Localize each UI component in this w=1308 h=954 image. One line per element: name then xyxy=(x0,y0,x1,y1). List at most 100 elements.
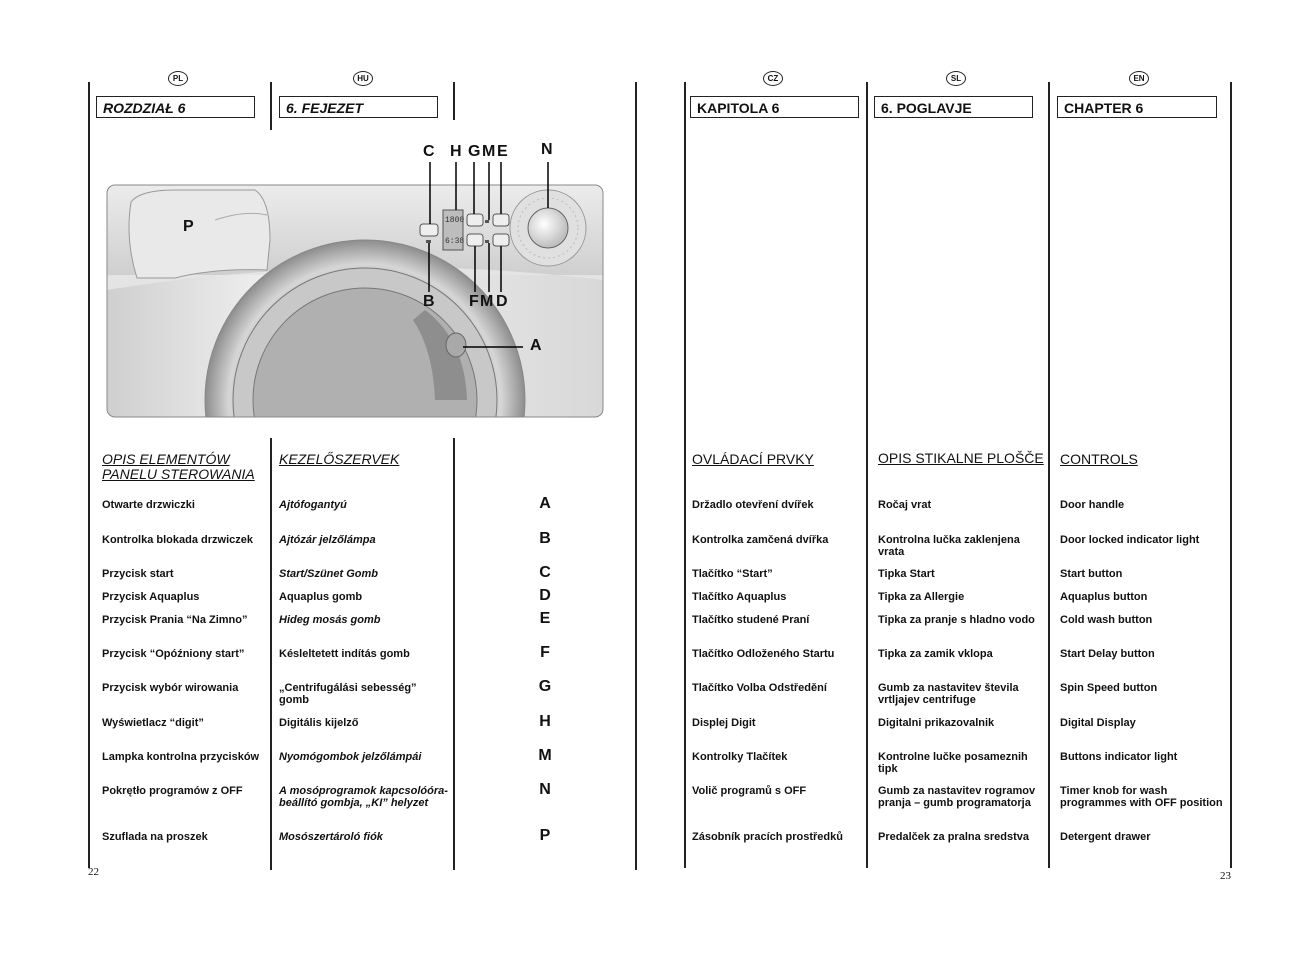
list-item-cz-m: Kontrolky Tlačítek xyxy=(692,751,788,763)
chapter-title-en: CHAPTER 6 xyxy=(1057,96,1217,118)
rule-hu-letters-bottom xyxy=(453,438,455,870)
callout-label-f: F xyxy=(469,293,479,310)
list-item-sl-n: Gumb za nastavitev rogramov pranja – gum… xyxy=(878,785,1036,809)
list-item-pl-p: Szuflada na proszek xyxy=(102,831,208,843)
list-item-en-f: Start Delay button xyxy=(1060,648,1155,660)
language-badge-sl: SL xyxy=(946,71,966,86)
language-badge-cz: CZ xyxy=(763,71,783,86)
list-item-pl-n: Pokrętło programów z OFF xyxy=(102,785,243,797)
section-heading-sl: OPIS STIKALNE PLOŠČE xyxy=(878,450,1044,466)
rule-sl-en xyxy=(1048,82,1050,868)
list-item-cz-e: Tlačítko studené Praní xyxy=(692,614,810,626)
list-item-hu-c: Start/Szünet Gomb xyxy=(279,568,379,580)
list-item-cz-n: Volič programů s OFF xyxy=(692,785,807,797)
list-item-hu-h: Digitális kijelző xyxy=(279,717,359,729)
list-item-cz-f: Tlačítko Odloženého Startu xyxy=(692,648,835,660)
list-item-cz-a: Držadlo otevření dvířek xyxy=(692,499,814,511)
list-item-pl-b: Kontrolka blokada drzwiczek xyxy=(102,534,253,546)
list-item-en-b: Door locked indicator light xyxy=(1060,534,1200,546)
legend-letter-g: G xyxy=(538,678,552,695)
list-item-hu-e: Hideg mosás gomb xyxy=(279,614,381,626)
list-item-cz-c: Tlačítko “Start” xyxy=(692,568,773,580)
list-item-sl-c: Tipka Start xyxy=(878,568,935,580)
list-item-sl-e: Tipka za pranje s hladno vodo xyxy=(878,614,1035,626)
legend-letter-p: P xyxy=(539,827,551,844)
list-item-pl-d: Przycisk Aquaplus xyxy=(102,591,200,603)
legend-letter-f: F xyxy=(540,644,550,661)
legend-letter-m: M xyxy=(538,747,552,764)
section-heading-en: CONTROLS xyxy=(1060,451,1138,467)
list-item-pl-h: Wyświetlacz “digit” xyxy=(102,717,204,729)
page-number-right: 23 xyxy=(1220,870,1231,882)
list-item-sl-d: Tipka za Allergie xyxy=(878,591,965,603)
list-item-pl-e: Przycisk Prania “Na Zimno” xyxy=(102,614,248,626)
callout-label-a: A xyxy=(530,337,542,354)
list-item-pl-f: Przycisk “Opóźniony start” xyxy=(102,648,245,660)
callout-label-n: N xyxy=(541,141,553,158)
callout-label-p: P xyxy=(183,218,194,235)
list-item-en-n: Timer knob for wash programmes with OFF … xyxy=(1060,785,1223,809)
list-item-en-c: Start button xyxy=(1060,568,1123,580)
list-item-en-a: Door handle xyxy=(1060,499,1125,511)
list-item-sl-f: Tipka za zamik vklopa xyxy=(878,648,993,660)
list-item-hu-n: A mosóprogramok kapcsolóóra-beállító gom… xyxy=(279,785,448,809)
chapter-title-hu: 6. FEJEZET xyxy=(279,96,438,118)
list-item-pl-m: Lampka kontrolna przycisków xyxy=(102,751,260,763)
legend-letter-a: A xyxy=(539,495,551,512)
list-item-pl-a: Otwarte drzwiczki xyxy=(102,499,195,511)
list-item-cz-b: Kontrolka zamčená dvířka xyxy=(692,534,829,546)
list-item-pl-g: Przycisk wybór wirowania xyxy=(102,682,239,694)
list-item-cz-d: Tlačítko Aquaplus xyxy=(692,591,787,603)
rule-left-outer xyxy=(88,82,90,868)
washing-machine-illustration: 1800 6:38 xyxy=(106,162,604,418)
list-item-en-e: Cold wash button xyxy=(1060,614,1153,626)
chapter-title-pl: ROZDZIAŁ 6 xyxy=(96,96,255,118)
list-item-hu-p: Mosószertároló fiók xyxy=(279,831,383,843)
list-item-hu-g: „Centrifugálási sebesség” gomb xyxy=(279,682,417,706)
language-badge-pl: PL xyxy=(168,71,188,86)
list-item-en-h: Digital Display xyxy=(1060,717,1136,729)
list-item-cz-p: Zásobník pracích prostředků xyxy=(692,831,843,843)
legend-letter-e: E xyxy=(539,610,551,627)
legend-letter-b: B xyxy=(539,530,551,547)
list-item-cz-g: Tlačítko Volba Odstředění xyxy=(692,682,827,694)
language-badge-hu: HU xyxy=(353,71,373,86)
list-item-pl-c: Przycisk start xyxy=(102,568,174,580)
callout-label-m-bottom: M xyxy=(480,293,494,310)
callout-label-d: D xyxy=(496,293,508,310)
legend-letter-n: N xyxy=(539,781,551,798)
rule-center-left xyxy=(635,82,637,870)
page-number-left: 22 xyxy=(88,866,99,878)
list-item-en-p: Detergent drawer xyxy=(1060,831,1151,843)
list-item-sl-a: Ročaj vrat xyxy=(878,499,932,511)
rule-hu-letters-top xyxy=(453,82,455,120)
list-item-hu-m: Nyomógombok jelzőlámpái xyxy=(279,751,422,763)
section-heading-hu: KEZELŐSZERVEK xyxy=(279,451,400,467)
list-item-sl-g: Gumb za nastavitev števila vrtljajev cen… xyxy=(878,682,1019,706)
legend-letter-d: D xyxy=(539,587,551,604)
list-item-sl-p: Predalček za pralna sredstva xyxy=(878,831,1030,843)
callout-label-m-top: M xyxy=(482,143,496,160)
rule-center-right xyxy=(684,82,686,868)
list-item-en-m: Buttons indicator light xyxy=(1060,751,1178,763)
list-item-hu-f: Késleltetett indítás gomb xyxy=(279,648,410,660)
list-item-en-g: Spin Speed button xyxy=(1060,682,1158,694)
language-badge-en: EN xyxy=(1129,71,1149,86)
callout-label-h: H xyxy=(450,143,462,160)
list-item-sl-b: Kontrolna lučka zaklenjena vrata xyxy=(878,534,1020,558)
legend-letter-h: H xyxy=(539,713,551,730)
list-item-hu-b: Ajtózár jelzőlámpa xyxy=(279,534,376,546)
list-item-en-d: Aquaplus button xyxy=(1060,591,1148,603)
callout-label-b: B xyxy=(423,293,435,310)
rule-cz-sl xyxy=(866,82,868,868)
callout-label-c: C xyxy=(423,143,435,160)
chapter-title-cz: KAPITOLA 6 xyxy=(690,96,859,118)
callout-label-g: G xyxy=(468,143,481,160)
list-item-hu-d: Aquaplus gomb xyxy=(279,591,363,603)
section-heading-cz: OVLÁDACÍ PRVKY xyxy=(692,451,814,467)
list-item-hu-a: Ajtófogantyú xyxy=(279,499,347,511)
callout-label-e: E xyxy=(497,143,508,160)
rule-pl-hu-top xyxy=(270,82,272,130)
legend-letter-c: C xyxy=(539,564,551,581)
list-item-sl-h: Digitalni prikazovalnik xyxy=(878,717,995,729)
